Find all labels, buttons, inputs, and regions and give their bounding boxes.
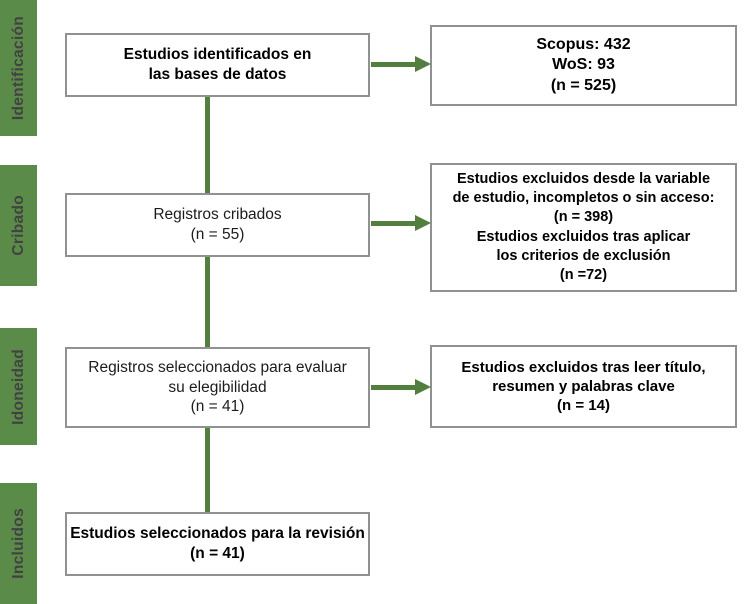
arrow-eligibility-to-excluded [371,385,416,390]
database-counts-box: Scopus: 432 WoS: 93 (n = 525) [430,25,737,106]
stage-bar-identification: Identificación [0,0,37,136]
arrow-identified-to-counts [371,62,416,67]
arrow-screened-to-excluded [371,221,416,226]
included-studies-box: Estudios seleccionados para la revisión … [65,512,370,576]
eligibility-excluded-box: Estudios excluidos tras leer título, res… [430,345,737,428]
connector-screened-to-eligibility [205,257,210,347]
stage-label-identification: Identificación [9,15,27,121]
screening-excluded-box: Estudios excluidos desde la variable de … [430,163,737,292]
eligibility-records-box: Registros seleccionados para evaluar su … [65,347,370,428]
stage-label-eligibility: Idoneidad [9,348,27,425]
arrowhead-right-icon [415,56,431,72]
connector-identified-to-screened [205,97,210,193]
stage-bar-included: Incluidos [0,483,37,604]
stage-label-screening: Cribado [9,195,27,256]
stage-bar-screening: Cribado [0,165,37,286]
stage-label-included: Incluidos [9,508,27,579]
arrowhead-right-icon [415,379,431,395]
screened-records-box: Registros cribados (n = 55) [65,193,370,257]
stage-bar-eligibility: Idoneidad [0,328,37,445]
identified-studies-box: Estudios identificados en las bases de d… [65,33,370,97]
connector-eligibility-to-included [205,428,210,512]
arrowhead-right-icon [415,215,431,231]
